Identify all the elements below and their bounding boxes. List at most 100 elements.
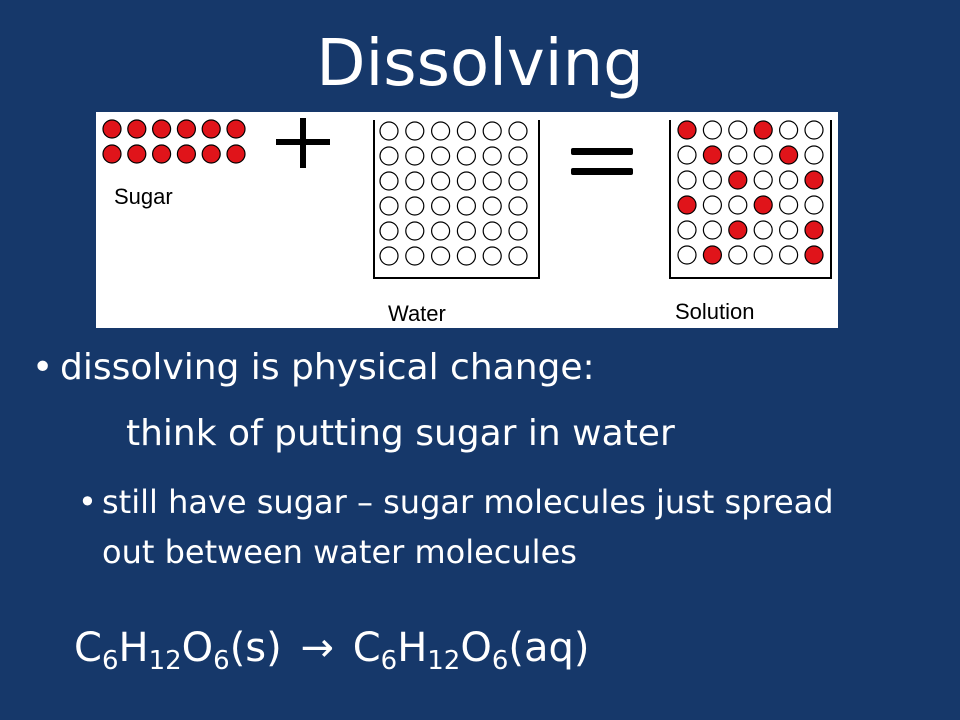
bullet-secondary-text: still have sugar – sugar molecules just … [102,483,834,571]
sugar-molecule [176,119,197,139]
water-molecule [728,145,748,165]
water-molecule [482,246,502,266]
element-o: O [460,625,492,671]
water-molecule [405,171,425,191]
water-molecule [804,120,824,140]
sugar-molecule [127,144,147,164]
water-molecule [702,195,723,215]
sugar-molecule [226,119,246,139]
sugar-molecule [728,220,748,240]
water-molecule [753,245,773,265]
slide-title: Dissolving [316,27,644,101]
bullet-secondary: • still have sugar – sugar molecules jus… [78,477,878,577]
bullet-main-subline: think of putting sugar in water [126,413,675,454]
sugar-molecule [151,144,172,164]
water-molecule [508,171,528,191]
sugar-label: Sugar [114,184,173,209]
bullet-main: •dissolving is physical change: [32,342,595,394]
water-molecule [508,196,528,216]
water-label: Water [388,301,446,326]
sugar-molecule [804,220,824,240]
element-h: H [397,625,428,671]
sugar-molecule [176,144,197,164]
solution-molecules [677,120,824,265]
water-molecule [405,146,425,166]
water-molecule [379,196,399,216]
water-molecule [379,121,399,141]
bullet-dot: • [78,483,97,521]
sugar-molecule [151,119,172,139]
water-molecule [677,220,697,240]
water-molecule [379,171,399,191]
water-molecule [482,221,502,241]
water-molecule [677,170,697,190]
water-molecule [482,196,502,216]
element-c: C [74,625,102,671]
chemical-equation: C6H12O6(s) → C6H12O6(aq) [74,618,590,691]
water-molecule [431,171,451,191]
water-molecule [456,171,476,191]
water-molecule [431,196,451,216]
sugar-molecules [102,119,246,164]
solution-label: Solution [675,299,755,324]
bullet-dot: • [32,347,54,388]
element-h: H [118,625,149,671]
water-molecule [379,146,399,166]
sugar-molecule [728,170,748,190]
water-molecule [702,120,723,140]
water-molecule [753,170,773,190]
water-molecule [431,246,451,266]
water-molecule [456,121,476,141]
sugar-molecule [102,144,122,164]
equals-sign [571,148,633,175]
water-molecule [728,245,748,265]
water-molecule [456,221,476,241]
sugar-molecule [778,145,799,165]
water-molecule [456,196,476,216]
subscript: 6 [101,646,119,676]
water-molecule [508,146,528,166]
water-molecule [508,246,528,266]
water-molecule [456,246,476,266]
sugar-molecule [753,195,773,215]
water-molecule [778,120,799,140]
plus-sign [276,118,330,168]
state-solid: (s) [229,625,282,671]
water-molecule [431,121,451,141]
water-molecule [728,195,748,215]
water-molecule [379,221,399,241]
water-molecule [778,245,799,265]
water-molecule [405,121,425,141]
water-molecule [778,195,799,215]
element-c: C [352,625,381,671]
water-molecule [778,170,799,190]
water-molecule [677,245,697,265]
water-molecule [405,221,425,241]
sugar-molecule [804,170,824,190]
sugar-molecule [702,245,723,265]
subscript: 12 [427,646,461,676]
water-molecule [728,120,748,140]
reaction-arrow: → [300,625,334,671]
subscript: 6 [491,646,509,676]
sugar-molecule [753,120,773,140]
water-molecule [431,221,451,241]
water-molecule [482,121,502,141]
water-molecule [677,145,697,165]
sugar-molecule [127,119,147,139]
water-molecules [379,121,528,266]
state-aqueous: (aq) [508,625,590,671]
element-o: O [181,625,214,671]
water-molecule [508,121,528,141]
water-molecule [431,146,451,166]
sugar-molecule [102,119,122,139]
sugar-molecule [702,145,723,165]
solution-beaker [669,120,832,279]
sugar-molecule [677,195,697,215]
water-molecule [482,171,502,191]
water-molecule [405,246,425,266]
water-molecule [804,145,824,165]
water-molecule [405,196,425,216]
water-molecule [508,221,528,241]
diagram-svg: Sugar Water Solution [102,118,832,326]
